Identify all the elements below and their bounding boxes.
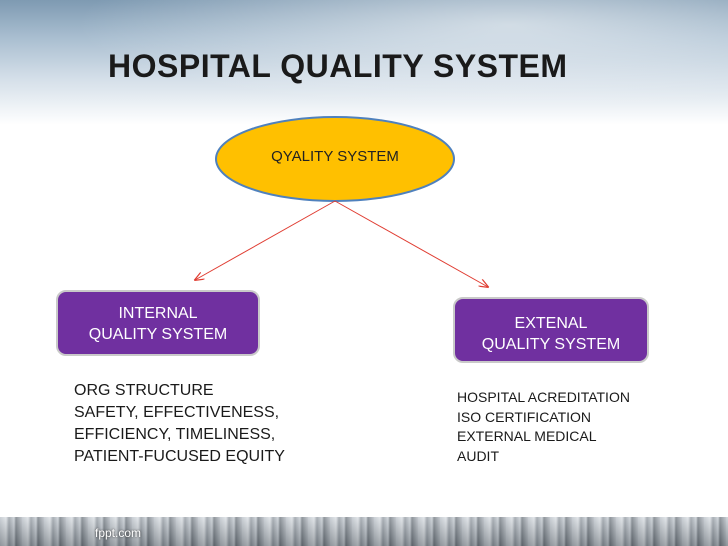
list-item: AUDIT — [457, 447, 499, 464]
connector-to-internal — [195, 200, 336, 280]
list-item: PATIENT-FUCUSED EQUITY — [74, 448, 285, 465]
root-node-label: QYALITY SYSTEM — [271, 148, 399, 165]
list-item: EFFICIENCY, TIMELINESS, — [74, 426, 276, 443]
external-quality-system-box: EXTENAL QUALITY SYSTEM — [453, 297, 649, 363]
internal-box-line-1: INTERNAL — [118, 305, 198, 322]
list-item: EXTERNAL MEDICAL — [457, 428, 597, 444]
header-sky-haze — [0, 0, 728, 125]
list-item: ISO CERTIFICATION — [457, 408, 592, 425]
external-box-line-2: QUALITY SYSTEM — [481, 336, 621, 353]
list-item: SAFETY, EFFECTIVENESS, — [74, 404, 280, 421]
footer-building-strip — [0, 517, 728, 546]
internal-quality-system-box: INTERNAL QUALITY SYSTEM — [56, 290, 260, 356]
external-box-line-1: EXTENAL — [514, 315, 588, 332]
external-items-list: HOSPITAL ACREDITATION ISO CERTIFICATION … — [457, 388, 630, 466]
internal-box-line-2: QUALITY SYSTEM — [88, 326, 228, 343]
connector-to-external — [334, 200, 488, 287]
footer-shade — [0, 517, 728, 546]
internal-items-list: ORG STRUCTURE SAFETY, EFFECTIVENESS, EFF… — [74, 380, 285, 468]
list-item: HOSPITAL ACREDITATION — [457, 389, 630, 405]
list-item: ORG STRUCTURE — [74, 382, 214, 399]
footer-brand-text: fppt.com — [95, 526, 142, 540]
slide-title: HOSPITAL QUALITY SYSTEM — [108, 48, 568, 84]
